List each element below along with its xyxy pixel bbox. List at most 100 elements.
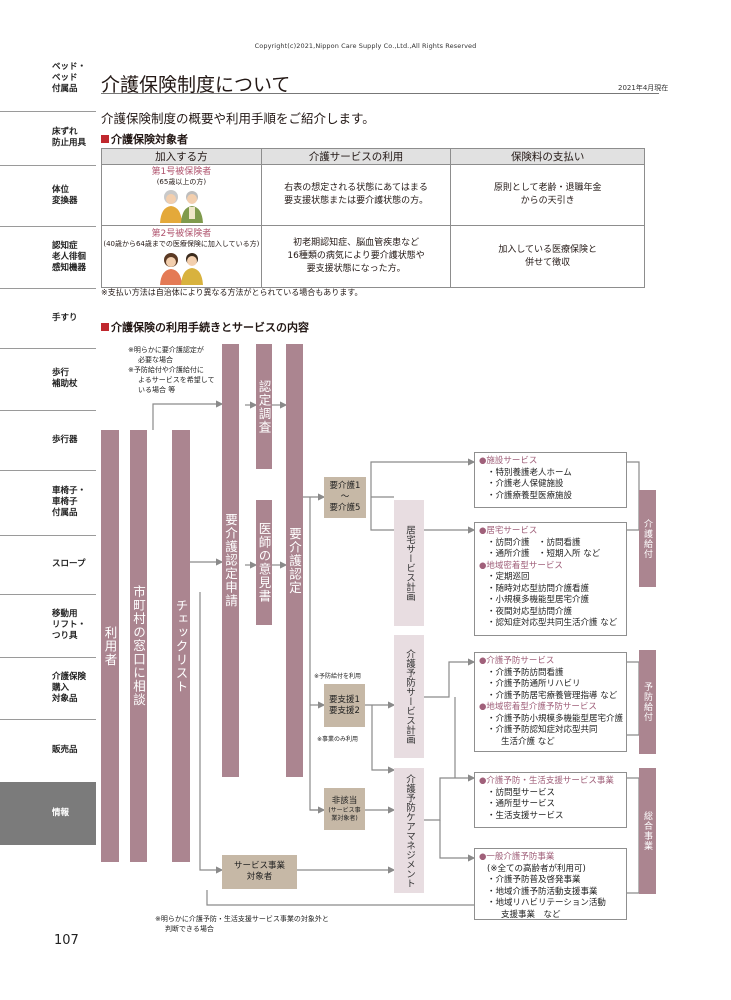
- service-item: ・訪問介護 ・訪問看護: [487, 537, 581, 548]
- sidebar-item-label: 床ずれ防止用具: [52, 127, 87, 148]
- sidebar-item-10[interactable]: 移動用リフト・つり具: [0, 594, 96, 658]
- service-item: ・認知症対応型共同生活介護 など: [487, 618, 618, 628]
- service-target-box: サービス事業 対象者: [222, 855, 297, 889]
- sidebar-item-5[interactable]: 手すり: [0, 288, 96, 349]
- care-level-line: 要介護5: [329, 503, 361, 513]
- sidebar-item-3[interactable]: 体位変換器: [0, 165, 96, 227]
- service-item: ・介護予防小規模多機能型居宅介護: [487, 713, 624, 724]
- sidebar-item-label: 情報: [52, 808, 70, 818]
- page-title: 介護保険制度について: [101, 74, 291, 96]
- payment-cell: 原則として老齢・退職年金 からの天引き: [450, 164, 645, 226]
- note-line: ※明らかに要介護認定が: [128, 346, 204, 354]
- sidebar-item-label: 認知症老人徘徊感知機器: [52, 241, 87, 273]
- sidebar-item-13[interactable]: 情報: [0, 782, 96, 845]
- service-target-line: 対象者: [246, 872, 273, 882]
- insured-table: 加入する方 介護サービスの利用 保険料の支払い 第1号被保険者 (65歳以上の方…: [101, 148, 645, 288]
- middle-aged-couple-illustration: [160, 252, 204, 285]
- sidebar-item-label: 歩行器: [52, 435, 78, 445]
- care-level-line: 〜: [340, 492, 350, 502]
- preventive-use-note: ※予防給付を利用: [314, 673, 362, 680]
- service-item: ・随時対応型訪問介護看護: [487, 583, 590, 594]
- service-item: ・介護予防居宅療養管理指導 など: [487, 690, 618, 701]
- service-heading: 介護予防・生活支援サービス事業: [479, 776, 626, 788]
- service-target-line: サービス事業: [233, 861, 285, 871]
- person-age: (65歳以上の方): [156, 178, 207, 186]
- not-applicable-line: 業対象者): [331, 814, 358, 822]
- service-item: ・介護予防訪問看護: [487, 667, 564, 678]
- service-item: (※全ての高齢者が利用可): [487, 863, 586, 874]
- note-line: いる場合 等: [138, 386, 176, 394]
- service-item: ・通所介護 ・短期入所 など: [487, 549, 601, 559]
- sidebar-item-6[interactable]: 歩行補助杖: [0, 348, 96, 411]
- service-heading: 地域密着型介護予防サービス: [479, 702, 626, 714]
- bottom-branch-note: ※明らかに介護予防・生活支援サービス事業の対象外と 判断できる場合: [155, 914, 329, 934]
- sidebar-item-2[interactable]: 床ずれ防止用具: [0, 111, 96, 166]
- service-item: ・地域リハビリテーション活動: [487, 898, 606, 908]
- life-support-service-box: 介護予防・生活支援サービス事業 ・訪問型サービス ・通所型サービス ・生活支援サ…: [474, 772, 627, 828]
- not-applicable-box: 非該当 (サービス事 業対象者): [324, 788, 365, 830]
- care-level-line: 要介護1: [329, 481, 361, 491]
- not-applicable-line: (サービス事: [328, 806, 361, 814]
- service-item: 支援事業 など: [501, 909, 561, 920]
- sidebar-item-8[interactable]: 車椅子・車椅子付属品: [0, 470, 96, 536]
- as-of-date: 2021年4月現在: [618, 84, 669, 92]
- support-level-line: 要支援1: [329, 694, 360, 705]
- doctor-opinion-box: 医師の意見書: [256, 500, 272, 625]
- service-item: ・介護老人保健施設: [487, 479, 564, 489]
- service-item: ・特別養護老人ホーム: [487, 467, 572, 478]
- service-item: ・介護予防普及啓発事業: [487, 875, 581, 885]
- page-number: 107: [54, 933, 79, 948]
- intro-text: 介護保険制度の概要や利用手順をご紹介します。: [101, 111, 375, 126]
- service-item: ・地域介護予防活動支援事業: [487, 886, 598, 897]
- title-rule: [101, 93, 659, 94]
- care-level-box: 要介護1 〜 要介護5: [324, 477, 366, 518]
- usage-line: 16種類の病気により要介護状態や: [287, 251, 425, 261]
- service-item: ・生活支援サービス: [487, 810, 564, 821]
- section-heading-insured: 介護保険対象者: [101, 131, 188, 147]
- payment-cell: 加入している医療保険と 併せて徴収: [450, 225, 645, 288]
- service-item: ・定期巡回: [487, 572, 530, 582]
- payment-line: からの天引き: [520, 196, 575, 206]
- table-row: 第1号被保険者 (65歳以上の方) 右表の想定される状態にあてはまる 要支援状態…: [101, 164, 645, 226]
- table-header: 加入する方: [101, 148, 262, 165]
- project-only-note: ※事業のみ利用: [317, 736, 359, 743]
- user-box: 利用者: [101, 430, 119, 862]
- note-line: 必要な場合: [138, 356, 173, 364]
- service-item: 生活介護 など: [501, 736, 555, 747]
- sidebar-item-4[interactable]: 認知症老人徘徊感知機器: [0, 226, 96, 289]
- table-header: 介護サービスの利用: [260, 148, 452, 165]
- person-type: 第2号被保険者: [151, 228, 212, 239]
- home-service-box: 居宅サービス ・訪問介護 ・訪問看護 ・通所介護 ・短期入所 など 地域密着型サ…: [474, 522, 627, 636]
- application-box: 要介護認定申請: [222, 344, 239, 777]
- prevention-plan-box: 介護予防サービス計画: [394, 635, 424, 758]
- note-line: よるサービスを希望して: [138, 376, 215, 384]
- sidebar-item-9[interactable]: スロープ: [0, 535, 96, 595]
- usage-line: 要支援状態になった方。: [306, 264, 406, 274]
- sidebar-item-11[interactable]: 介護保険購入対象品: [0, 657, 96, 720]
- sidebar-item-1[interactable]: ベッド・ベッド付属品: [0, 45, 96, 112]
- support-level-box: 要支援1 要支援2: [324, 684, 365, 727]
- table-header-row: 加入する方 介護サービスの利用 保険料の支払い: [101, 148, 645, 165]
- certification-box: 要介護認定: [286, 344, 303, 777]
- service-item: ・介護予防認知症対応型共同: [487, 725, 598, 735]
- survey-box: 認定調査: [256, 344, 272, 469]
- service-heading: 介護予防サービス: [479, 656, 626, 668]
- service-item: ・夜間対応型訪問介護: [487, 606, 573, 617]
- payment-line: 原則として老齢・退職年金: [493, 183, 602, 193]
- elderly-couple-illustration: [160, 190, 204, 223]
- service-item: ・訪問型サービス: [487, 787, 556, 798]
- care-benefit-label: 介護給付: [639, 490, 656, 587]
- service-item: ・通所型サービス: [487, 799, 556, 809]
- payment-line: 加入している医療保険と: [498, 244, 598, 255]
- prevention-benefit-label: 予防給付: [639, 650, 656, 754]
- usage-cell: 初老期認知症、脳血管疾患など 16種類の病気により要介護状態や 要支援状態になっ…: [260, 225, 452, 288]
- sidebar-item-label: 販売品: [52, 745, 78, 755]
- sidebar-item-7[interactable]: 歩行器: [0, 410, 96, 471]
- not-applicable-line: 非該当: [331, 795, 358, 806]
- note-line: ※予防給付や介護給付に: [128, 366, 204, 374]
- payment-line: 併せて徴収: [525, 257, 571, 268]
- checklist-box: チェックリスト: [172, 430, 190, 862]
- service-item: ・小規模多機能型居宅介護: [487, 595, 590, 605]
- care-plan-box: 居宅サービス計画: [394, 500, 424, 626]
- note-line: ※明らかに介護予防・生活支援サービス事業の対象外と: [155, 915, 329, 923]
